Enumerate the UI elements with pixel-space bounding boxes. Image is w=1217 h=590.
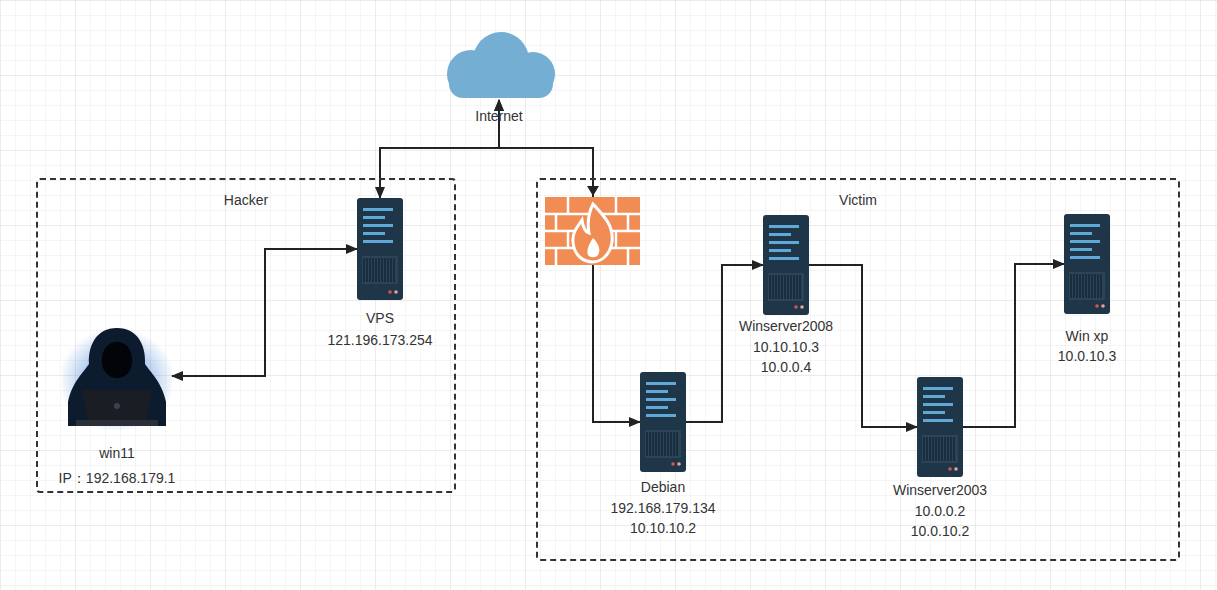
server-node: Win xp10.0.10.3 <box>1064 214 1110 314</box>
cloud-icon <box>433 30 565 100</box>
zone-label: Hacker <box>38 192 454 208</box>
node-label: 10.0.10.3 <box>1058 346 1116 366</box>
server-node: Debian192.168.179.13410.10.10.2 <box>640 372 686 472</box>
server-icon <box>640 372 686 472</box>
server-node: Winserver200310.0.0.210.0.10.2 <box>917 377 963 477</box>
server-icon <box>917 377 963 477</box>
zone-label-box: Victim <box>538 192 1178 208</box>
server-icon <box>1064 214 1110 314</box>
arrow-head <box>587 186 599 196</box>
hacker-zone: Hacker win11IP：192.168.179.1 VPS121.196.17… <box>36 178 456 493</box>
node-caption: Debian192.168.179.13410.10.10.2 <box>610 477 715 539</box>
node-label: 10.0.0.4 <box>739 357 833 378</box>
node-label: Win xp <box>1058 326 1116 346</box>
node-label: 10.0.10.2 <box>893 521 987 542</box>
attacker-host: win11IP：192.168.179.1 <box>62 322 172 430</box>
node-caption: Internet <box>475 106 522 126</box>
network-link <box>499 100 640 422</box>
firewall-icon <box>545 186 640 265</box>
node-caption: Winserver200810.10.10.310.0.0.4 <box>739 316 833 378</box>
internet-cloud: Internet <box>433 30 565 100</box>
network-link <box>686 265 763 422</box>
server-icon <box>357 198 403 300</box>
zone-label: Victim <box>538 192 1178 208</box>
server-node: VPS121.196.173.254 <box>357 198 403 300</box>
node-label: 121.196.173.254 <box>327 329 432 351</box>
node-label: win11 <box>59 441 176 466</box>
server-icon <box>763 215 809 315</box>
hacker-icon <box>62 322 172 430</box>
node-caption: win11IP：192.168.179.1 <box>59 441 176 491</box>
node-label: Winserver2008 <box>739 316 833 337</box>
node-label: Internet <box>475 106 522 126</box>
node-caption: Win xp10.0.10.3 <box>1058 326 1116 366</box>
node-label: 192.168.179.134 <box>610 498 715 519</box>
node-caption: Winserver200310.0.0.210.0.10.2 <box>893 480 987 542</box>
node-label: 10.10.10.3 <box>739 337 833 358</box>
network-link <box>963 264 1064 427</box>
node-label: Debian <box>610 477 715 498</box>
node-label: 10.0.0.2 <box>893 501 987 522</box>
node-label: IP：192.168.179.1 <box>59 466 176 491</box>
network-link <box>809 265 917 427</box>
victim-zone: VictimDebian192.168.179.13410.10.10.2Win… <box>536 178 1180 561</box>
node-label: VPS <box>327 307 432 329</box>
node-label: Winserver2003 <box>893 480 987 501</box>
zone-label-box: Hacker <box>38 192 454 208</box>
node-caption: VPS121.196.173.254 <box>327 307 432 351</box>
network-link <box>172 249 357 376</box>
node-label: 10.10.10.2 <box>610 518 715 539</box>
server-node: Winserver200810.10.10.310.0.0.4 <box>763 215 809 315</box>
